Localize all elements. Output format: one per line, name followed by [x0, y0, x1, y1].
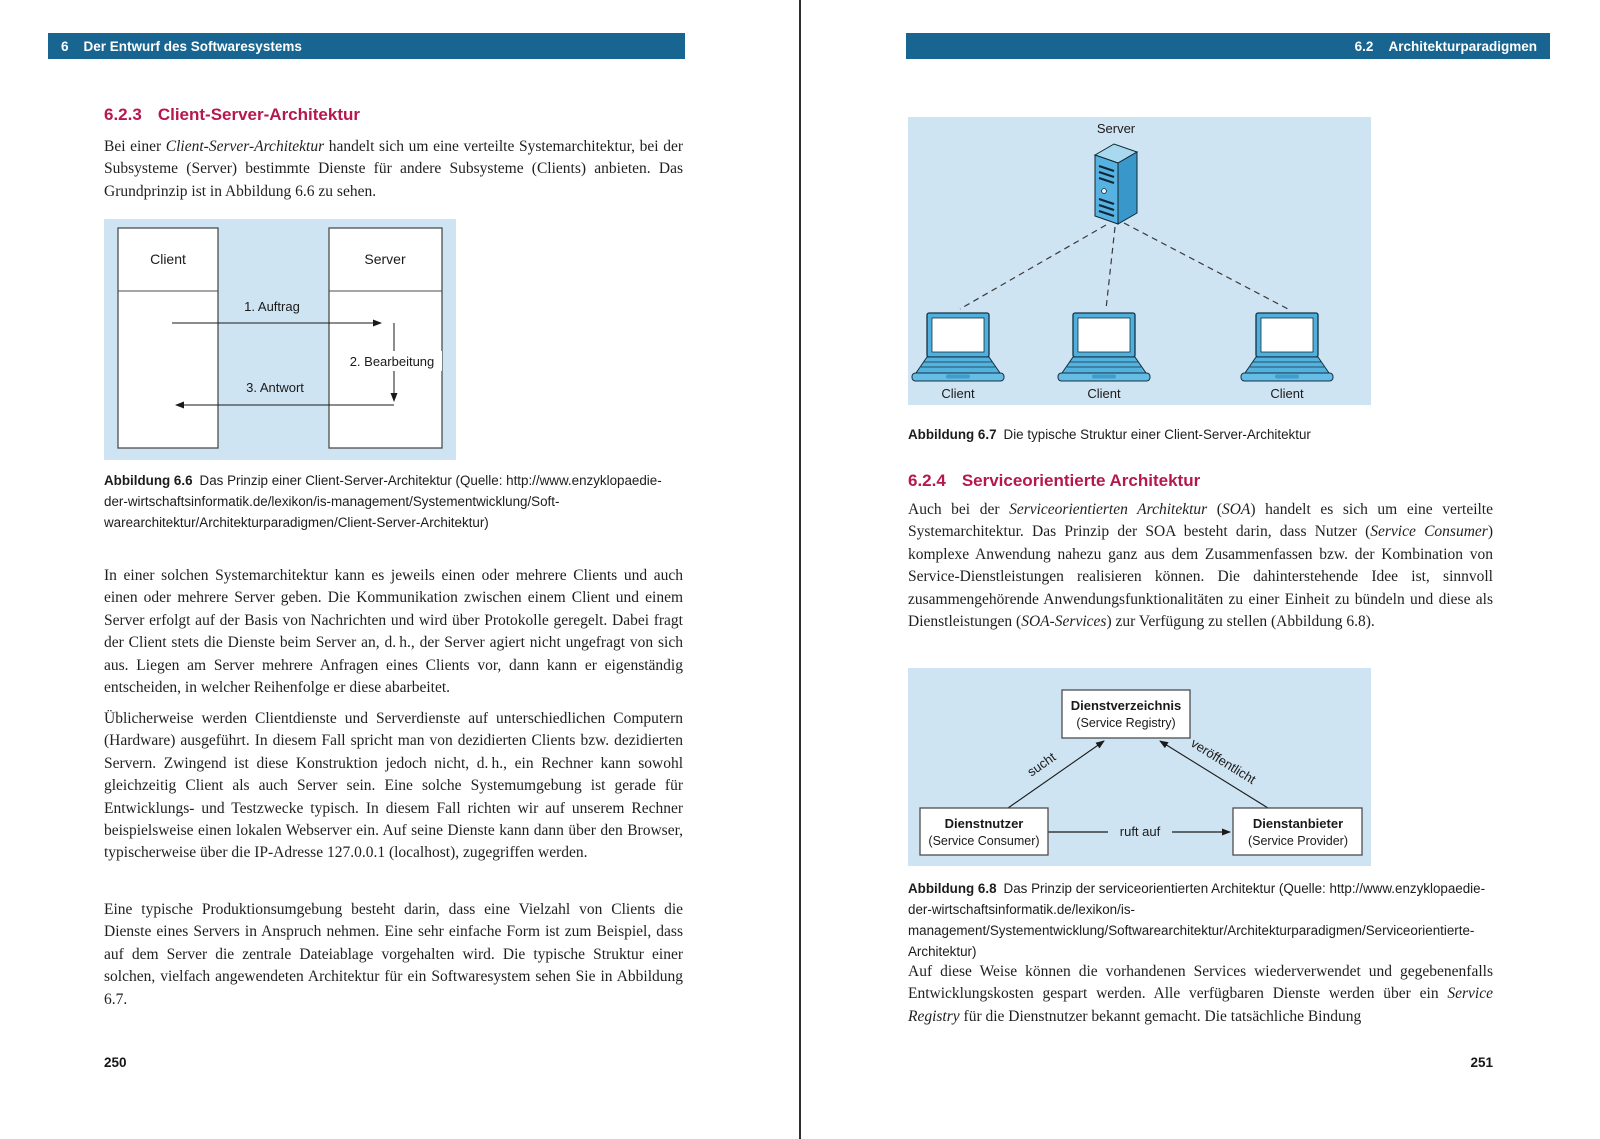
page-number: 250 [104, 1055, 127, 1070]
left-page: 6 Der Entwurf des Softwaresystems 6.2.3 … [48, 33, 685, 1070]
paragraph: Auch bei der Serviceorientierten Archite… [908, 501, 1493, 631]
registry-subtitle: (Service Registry) [1076, 716, 1175, 730]
paragraph: In einer solchen Systemarchitektur kann … [104, 567, 683, 697]
section-number: 6.2 [1354, 38, 1374, 54]
registry-box [1061, 689, 1191, 739]
consumer-subtitle: (Service Consumer) [928, 834, 1039, 848]
registry-title: Dienstverzeichnis [1071, 698, 1182, 713]
sucht-arrow [1007, 740, 1105, 809]
figure-6-6: Client Server 1. Auftrag 2. Bearbeitung … [104, 219, 456, 460]
paragraph: Üblicherweise werden Clientdienste und S… [104, 710, 683, 862]
veroeffentlicht-arrow [1159, 740, 1269, 809]
figure-6-7: Server [908, 117, 1371, 405]
client-label: Client [1087, 386, 1121, 401]
client-server-structure-diagram: Server [908, 117, 1371, 405]
antwort-label: 3. Antwort [246, 380, 304, 395]
provider-subtitle: (Service Provider) [1248, 834, 1348, 848]
section-heading-623: 6.2.3 Client-Server-Architektur [104, 105, 360, 125]
client-label: Client [1270, 386, 1304, 401]
page-divider [799, 0, 801, 1139]
server-box [328, 227, 443, 449]
auftrag-label: 1. Auftrag [244, 299, 300, 314]
section-title: Client-Server-Architektur [157, 105, 360, 124]
ruft-auf-label-bg [1108, 822, 1172, 841]
right-page: 6.2 Architekturparadigmen Server [800, 0, 1600, 1139]
figure-6-8: sucht veröffentlicht ruft auf Dienstverz… [908, 668, 1371, 866]
paragraph: Eine typische Produktionsumgebung besteh… [104, 901, 683, 1008]
section-number: 6.2.3 [104, 105, 142, 124]
laptop-icon [1057, 312, 1151, 382]
network-link-middle [1105, 226, 1116, 310]
bearbeitung-label: 2. Bearbeitung [350, 354, 435, 369]
laptop-icon [1240, 312, 1334, 382]
client-label: Client [941, 386, 975, 401]
client-box [117, 227, 219, 449]
section-title: Serviceorientierte Architektur [961, 471, 1201, 490]
client-box-label: Client [150, 251, 186, 267]
section-heading-624: 6.2.4 Serviceorientierte Architektur [908, 471, 1200, 491]
chapter-title: Der Entwurf des Softwaresystems [83, 38, 302, 54]
left-running-header: 6 Der Entwurf des Softwaresystems [48, 33, 685, 59]
client-server-sequence-diagram: Client Server 1. Auftrag 2. Bearbeitung … [104, 219, 456, 460]
server-box-label: Server [364, 251, 406, 267]
page-number: 251 [1470, 1055, 1493, 1070]
ruft-auf-label: ruft auf [1120, 824, 1161, 839]
right-running-header: 6.2 Architekturparadigmen [906, 33, 1550, 59]
soa-triangle-diagram: sucht veröffentlicht ruft auf Dienstverz… [908, 668, 1371, 866]
provider-title: Dienstanbieter [1253, 816, 1343, 831]
paragraph: Auf diese Weise können die vorhandenen S… [908, 963, 1493, 1025]
section-number: 6.2.4 [908, 471, 946, 490]
consumer-title: Dienstnutzer [945, 816, 1024, 831]
chapter-number: 6 [61, 38, 69, 54]
provider-box [1232, 807, 1363, 856]
server-tower-icon [1093, 143, 1139, 225]
bearbeitung-label-bg [341, 351, 442, 371]
consumer-box [919, 807, 1049, 856]
section-title: Architekturparadigmen [1388, 38, 1537, 54]
server-label: Server [1097, 121, 1136, 136]
network-link-left [959, 224, 1107, 310]
paragraph: Bei einer Client-Server-Architektur hand… [104, 138, 683, 200]
laptop-icon [911, 312, 1005, 382]
